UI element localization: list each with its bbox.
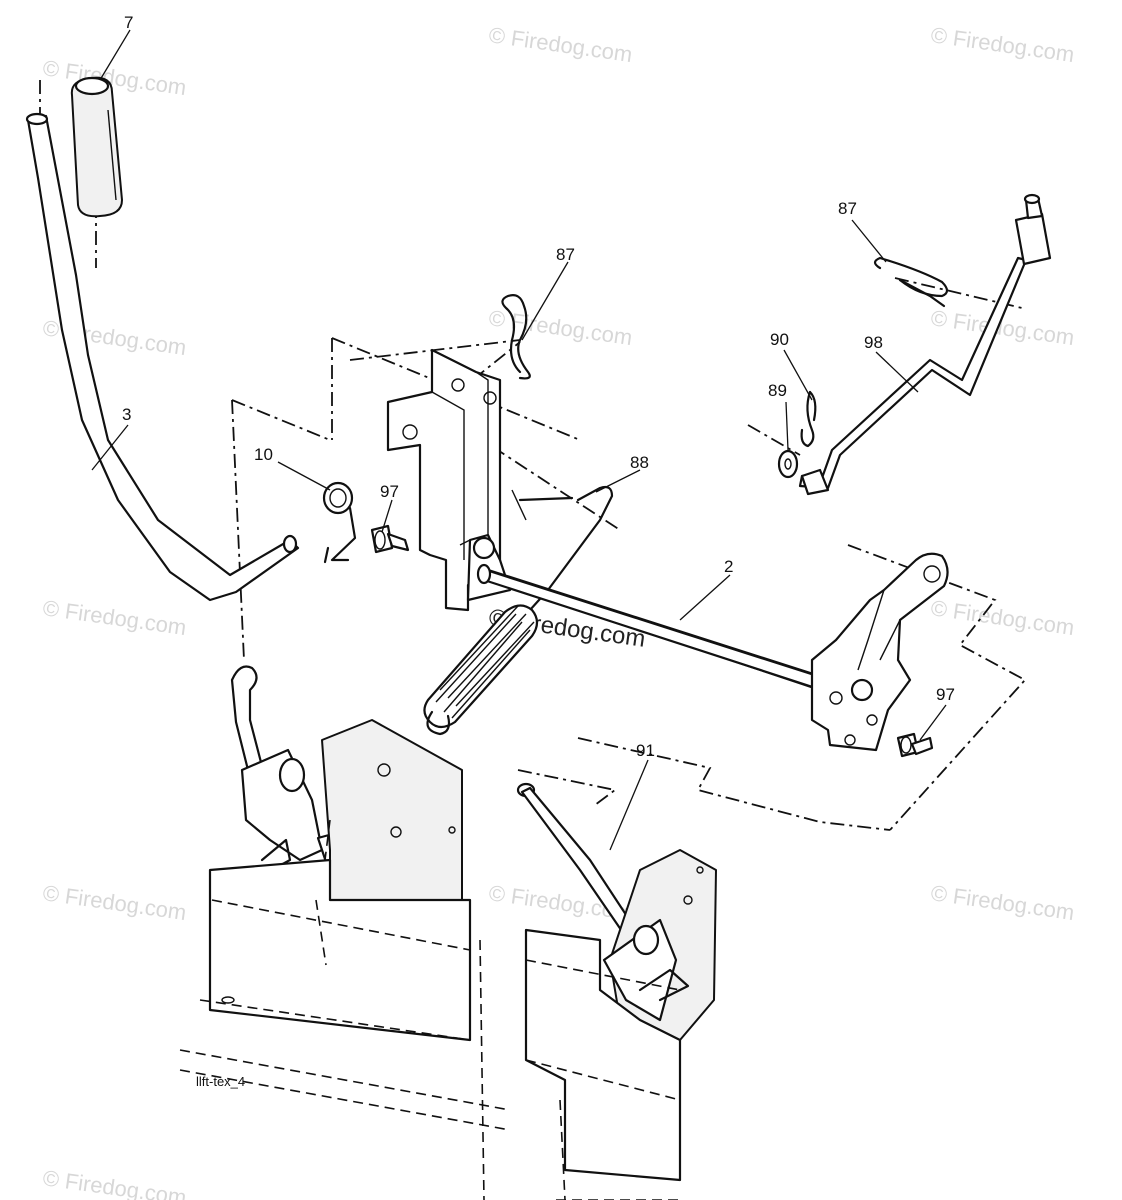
part-98-lift-link-rod: [798, 193, 1052, 496]
callout-labels: 7 3 10 97 87 88 2 87 90 98 89 97 91: [122, 13, 955, 760]
part-7-handle-grip: [70, 76, 123, 218]
part-3-lift-handle: [25, 112, 300, 602]
callout-91: 91: [636, 741, 655, 760]
watermark-text: © Firedog.com: [41, 880, 188, 925]
part-89-washer: [777, 449, 799, 479]
callout-97-left: 97: [380, 482, 399, 501]
leader-lines: [91, 29, 947, 851]
part-87-hairpin-right: [873, 256, 949, 308]
callout-10: 10: [254, 445, 273, 464]
callout-2: 2: [724, 557, 733, 576]
diagram-code: llft-tex_4: [196, 1074, 245, 1089]
part-87-hairpin-center: [501, 294, 531, 380]
callout-87-center: 87: [556, 245, 575, 264]
callout-88: 88: [630, 453, 649, 472]
watermark-text: © Firedog.com: [929, 595, 1076, 640]
watermark-text: © Firedog.com: [41, 595, 188, 640]
extension-spring: [423, 604, 539, 736]
right-lower-body: [524, 928, 682, 1200]
left-frame-plate: [319, 719, 463, 901]
callout-7: 7: [124, 13, 133, 32]
right-lower-bracket: [602, 849, 717, 1041]
callout-87-right: 87: [838, 199, 857, 218]
left-lower-body: [179, 858, 511, 1200]
part-97-bolt-right: [896, 732, 934, 758]
callout-3: 3: [122, 405, 131, 424]
watermark-text: © Firedog.com: [929, 22, 1076, 67]
callout-89: 89: [768, 381, 787, 400]
callout-90: 90: [770, 330, 789, 349]
part-88-bail-wire: [511, 485, 614, 612]
right-lift-arm: [810, 552, 949, 752]
callout-97-right: 97: [936, 685, 955, 704]
watermark-text: © Firedog.com: [41, 1165, 188, 1200]
part-90-hairpin-clip: [800, 390, 817, 448]
watermark-text: © Firedog.com: [487, 22, 634, 67]
part-10-torsion-spring: [322, 481, 357, 564]
watermark-text: © Firedog.com: [929, 880, 1076, 925]
watermark-text: © Firedog.com: [41, 55, 188, 100]
callout-98: 98: [864, 333, 883, 352]
part-97-bolt-left: [370, 524, 410, 554]
